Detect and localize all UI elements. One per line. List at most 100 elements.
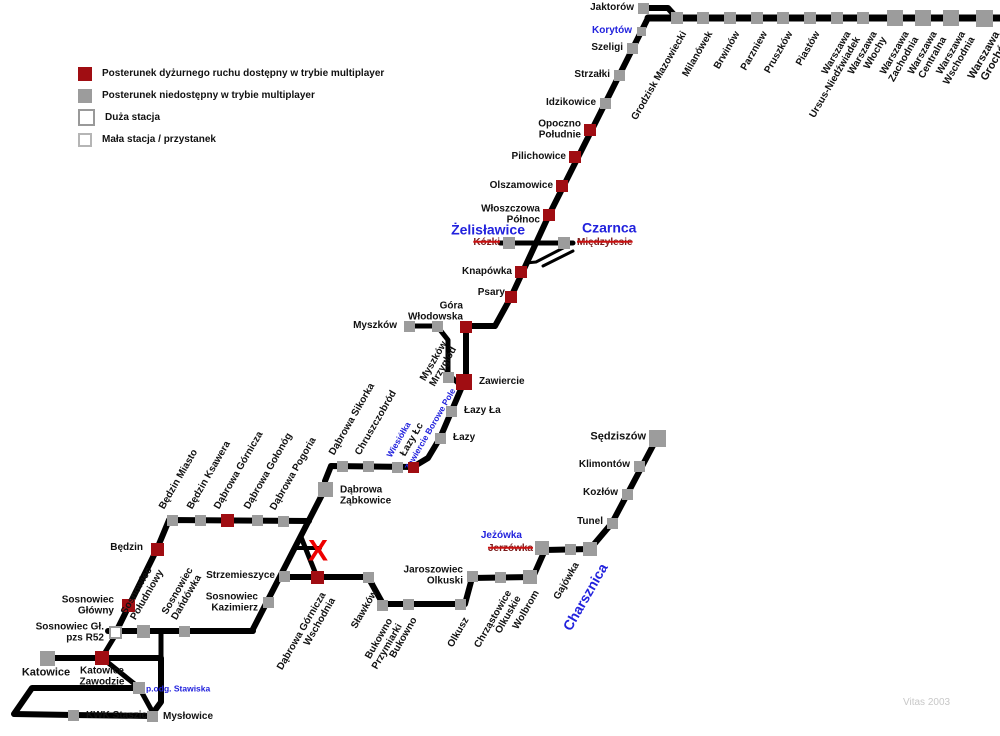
station-square-piastow — [804, 12, 816, 24]
station-label-psary: Psary — [477, 286, 505, 298]
credit-text: Vitas 2003 — [903, 697, 951, 708]
station-square-sosnowiec-dandowka — [178, 625, 190, 637]
white-large-square-icon — [78, 109, 95, 126]
station-square-strzalki — [613, 69, 625, 81]
station-label-szeligi: Szeligi — [591, 41, 623, 53]
station-square-klimontow — [633, 460, 645, 472]
legend-item-small-station: Mała stacja / przystanek — [78, 132, 384, 147]
station-square-gajowka — [564, 543, 576, 555]
track-czarnca-wye-1 — [524, 244, 569, 265]
station-square-korytow — [636, 26, 646, 36]
station-square-lazy-la — [445, 405, 457, 417]
station-square-olkusz — [454, 598, 466, 610]
station-label-katowice-zawodzie: Katowice Zawodzie — [79, 665, 125, 687]
station-square-dabrowa-sikorka — [336, 460, 348, 472]
station-label-idzikowice: Idzikowice — [545, 96, 596, 108]
station-square-zawiercie — [456, 374, 472, 390]
track-czarnca-wye-2 — [541, 249, 575, 268]
station-square-lazy-lc — [407, 461, 419, 473]
track-zawiercie-zabkowice — [322, 379, 467, 484]
station-label-pilichowice: Pilichowice — [511, 150, 566, 162]
station-label-kwk-staszic: KWK Staszic — [86, 709, 148, 721]
legend-item-large-station: Duża stacja — [78, 109, 384, 126]
station-square-olszamowice — [556, 180, 568, 192]
track-zawodzie-stawiska — [103, 658, 140, 689]
station-label-jezowka-alt: Jerzówka — [487, 542, 533, 554]
station-square-kozlow — [621, 488, 633, 500]
station-square-dabrowa-pogoria — [277, 515, 289, 527]
station-label-czarnca-alt: Międzylesie — [577, 236, 633, 248]
station-square-zelislawice — [503, 237, 515, 249]
station-square-sedziszow — [648, 429, 666, 447]
station-square-strzemieszyce — [278, 570, 290, 582]
track-dg-wschodnia-link — [298, 534, 320, 580]
station-label-lazy-la: Łazy Ła — [464, 404, 501, 416]
station-square-wiesiolka — [391, 461, 403, 473]
station-square-wolbrom — [523, 570, 537, 584]
station-square-warszawa-wlochy — [857, 12, 869, 24]
station-square-slawkow — [362, 571, 374, 583]
station-square-sosnowiec-gl-pzs-r52 — [108, 625, 122, 639]
station-label-zelislawice: Żelisławice — [451, 221, 525, 238]
station-label-bedzin: Będzin — [110, 541, 143, 553]
track-stawiska-myslowice — [138, 688, 155, 714]
station-square-podg-stawiska — [133, 682, 145, 694]
station-square-jaktorow — [637, 2, 649, 14]
station-label-myszkow: Myszków — [353, 319, 397, 331]
station-label-myslowice: Mysłowice — [163, 710, 214, 722]
station-label-dabrowa-zabkowice: Dąbrowa Ząbkowice — [340, 484, 392, 506]
station-square-knapowka — [515, 266, 527, 278]
station-label-jaktorow: Jaktorów — [590, 1, 634, 13]
station-square-bedzin-ksawera — [194, 514, 206, 526]
station-square-jaroszowiec-olkuski — [466, 570, 478, 582]
legend: Posterunek dyżurnego ruchu dostępny w tr… — [78, 66, 384, 154]
legend-label: Mała stacja / przystanek — [102, 134, 216, 145]
station-label-zelislawice-alt: Kózki — [473, 236, 500, 248]
station-label-jezowka: Jeżówka — [480, 529, 522, 541]
station-label-katowice: Katowice — [21, 666, 71, 679]
station-square-gora-wlodowska — [460, 321, 472, 333]
station-label-zawiercie: Zawiercie — [479, 375, 525, 387]
legend-label: Posterunek niedostępny w trybie multipla… — [102, 90, 315, 101]
legend-label: Posterunek dyżurnego ruchu dostępny w tr… — [102, 68, 385, 79]
station-label-tunel: Tunel — [577, 515, 603, 527]
gray-square-icon — [78, 88, 92, 103]
station-square-sosnowiec-poludniowy — [136, 624, 150, 638]
station-square-idzikowice — [599, 97, 611, 109]
station-square-sosnowiec-kazimierz — [262, 596, 274, 608]
station-label-strzemieszyce: Strzemieszyce — [206, 569, 275, 581]
station-square-tunel — [606, 517, 618, 529]
station-label-sosnowiec-kazimierz: Sosnowiec Kazimierz — [205, 591, 258, 613]
station-square-myszkow — [403, 320, 415, 332]
legend-item-unavailable-post: Posterunek niedostępny w trybie multipla… — [78, 88, 384, 103]
station-label-sedziszow: Sędziszów — [590, 430, 646, 443]
track-bedzin-line — [114, 517, 312, 633]
station-label-sosnowiec-glowny: Sosnowiec Główny — [61, 594, 114, 616]
station-label-korytow: Korytów — [592, 24, 632, 36]
station-square-parzniew — [751, 12, 763, 24]
station-square-czarnca — [558, 237, 570, 249]
station-square-chrzastowice-olkuskie — [494, 571, 506, 583]
station-square-pruszkow — [777, 12, 789, 24]
station-square-dabrowa-zabkowice — [317, 481, 333, 497]
station-square-bukowno-przymiarki — [376, 599, 388, 611]
station-label-czarnca: Czarnca — [582, 219, 637, 236]
station-square-pilichowice — [569, 151, 581, 163]
station-label-gora-wlodowska: Góra Włodowska — [407, 300, 463, 322]
station-square-katowice — [39, 650, 55, 666]
white-small-square-icon — [78, 132, 92, 147]
station-square-bukowno — [402, 598, 414, 610]
station-label-opoczno-poludnie: Opoczno Południe — [538, 118, 581, 140]
station-label-podg-stawiska: p.odg. Stawiska — [146, 683, 211, 694]
station-square-warszawa-centralna — [915, 10, 931, 26]
station-square-bedzin-miasto — [166, 514, 178, 526]
station-square-sosnowiec-glowny — [121, 598, 135, 612]
station-label-kozlow: Kozłów — [583, 486, 618, 498]
station-square-katowice-zawodzie — [95, 651, 109, 665]
station-square-milanowek — [697, 12, 709, 24]
red-square-icon — [78, 66, 92, 81]
legend-item-multiplayer-post: Posterunek dyżurnego ruchu dostępny w tr… — [78, 66, 384, 81]
station-label-strzalki: Strzałki — [574, 68, 610, 80]
station-label-klimontow: Klimontów — [578, 458, 630, 470]
